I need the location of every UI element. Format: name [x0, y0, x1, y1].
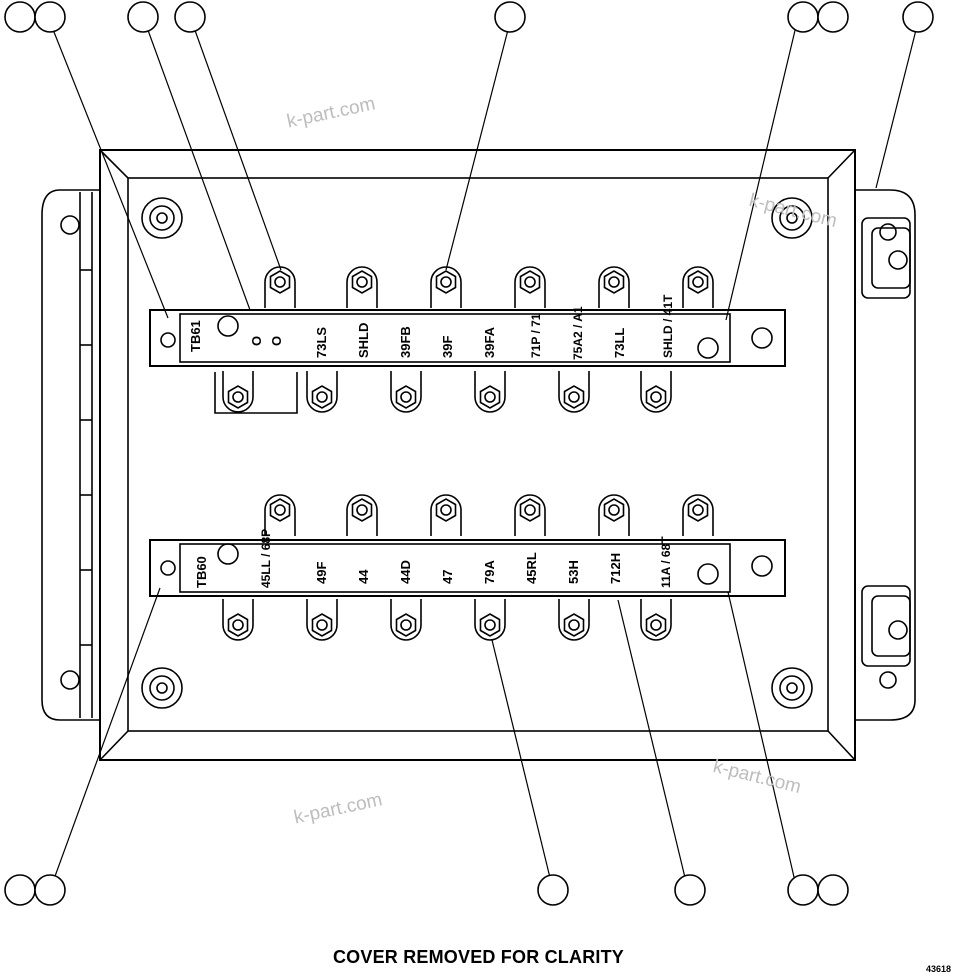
tb60-label-7: 45RL [524, 552, 539, 584]
terminal-nut [430, 266, 462, 308]
callout-balloon [537, 874, 569, 906]
tb60-label-4: 44D [398, 560, 413, 584]
terminal-nut [514, 494, 546, 536]
tb61-label-10: SHLD / 41T [661, 294, 675, 358]
terminal-nut [598, 494, 630, 536]
tb61-label-7: 71P / 71 [529, 313, 543, 358]
terminal-nut [222, 599, 254, 641]
callout-balloon [34, 874, 66, 906]
tb61-label-9: 73LL [612, 328, 627, 358]
terminal-nut [222, 371, 254, 413]
terminal-nut [390, 599, 422, 641]
tb60-label-6: 79A [482, 560, 497, 584]
callout-balloon [674, 874, 706, 906]
callout-balloon [787, 1, 819, 33]
tb61-label-1: O [249, 336, 264, 346]
leader-lines [49, 21, 919, 891]
terminal-nut [640, 371, 672, 413]
terminal-lugs [222, 266, 714, 641]
callout-balloon [174, 1, 206, 33]
terminal-nut [640, 599, 672, 641]
terminal-nut [264, 266, 296, 308]
tb60-label-10: 11A / 68T [659, 536, 673, 588]
callout-balloons [4, 1, 934, 906]
tb61-label-5: 39F [440, 336, 455, 358]
tb61-label-3: SHLD [356, 323, 371, 358]
tb61-label-6: 39FA [482, 326, 497, 358]
tb61-label-8: 75A2 / A1 [571, 306, 585, 360]
terminal-nut [346, 494, 378, 536]
terminal-nut [682, 266, 714, 308]
tb61-label-extra: O [269, 336, 284, 346]
callout-balloon [34, 1, 66, 33]
tb60-label-3: 44 [356, 569, 371, 584]
tb60-label-5: 47 [440, 570, 455, 584]
terminal-nut [264, 494, 296, 536]
tb61-name: TB61 [188, 320, 203, 352]
tb60-label-2: 49F [314, 562, 329, 584]
right-latches [855, 189, 916, 721]
callout-balloon [817, 874, 849, 906]
mounting-bolts [141, 197, 813, 709]
callout-balloon [787, 874, 819, 906]
terminal-block-tb60 [149, 539, 786, 597]
terminal-nut [430, 494, 462, 536]
tb61-label-4: 39FB [398, 326, 413, 358]
callout-balloon [4, 874, 36, 906]
tb60-label-9: 712H [608, 553, 623, 584]
terminal-nut [558, 371, 590, 413]
figure-number: 43618 [925, 964, 951, 974]
terminal-nut [474, 599, 506, 641]
tb60-label-8: 53H [566, 560, 581, 584]
terminal-nut [390, 371, 422, 413]
terminal-block-tb61 [149, 309, 786, 367]
terminal-nut [306, 371, 338, 413]
callout-balloon [902, 1, 934, 33]
terminal-nut [598, 266, 630, 308]
terminal-nut [514, 266, 546, 308]
callout-balloon [4, 1, 36, 33]
tb60-label-1: 45LL / 68P [259, 529, 273, 588]
callout-balloon [494, 1, 526, 33]
tb61-label-2: 73LS [314, 327, 329, 358]
left-hinge [41, 189, 100, 721]
callout-balloon [817, 1, 849, 33]
terminal-nut [558, 599, 590, 641]
terminal-nut [346, 266, 378, 308]
terminal-nut [682, 494, 714, 536]
terminal-nut [474, 371, 506, 413]
enclosure [99, 149, 856, 761]
figure-caption: COVER REMOVED FOR CLARITY [332, 947, 624, 967]
callout-balloon [127, 1, 159, 33]
terminal-nut [306, 599, 338, 641]
tb60-name: TB60 [194, 556, 209, 588]
